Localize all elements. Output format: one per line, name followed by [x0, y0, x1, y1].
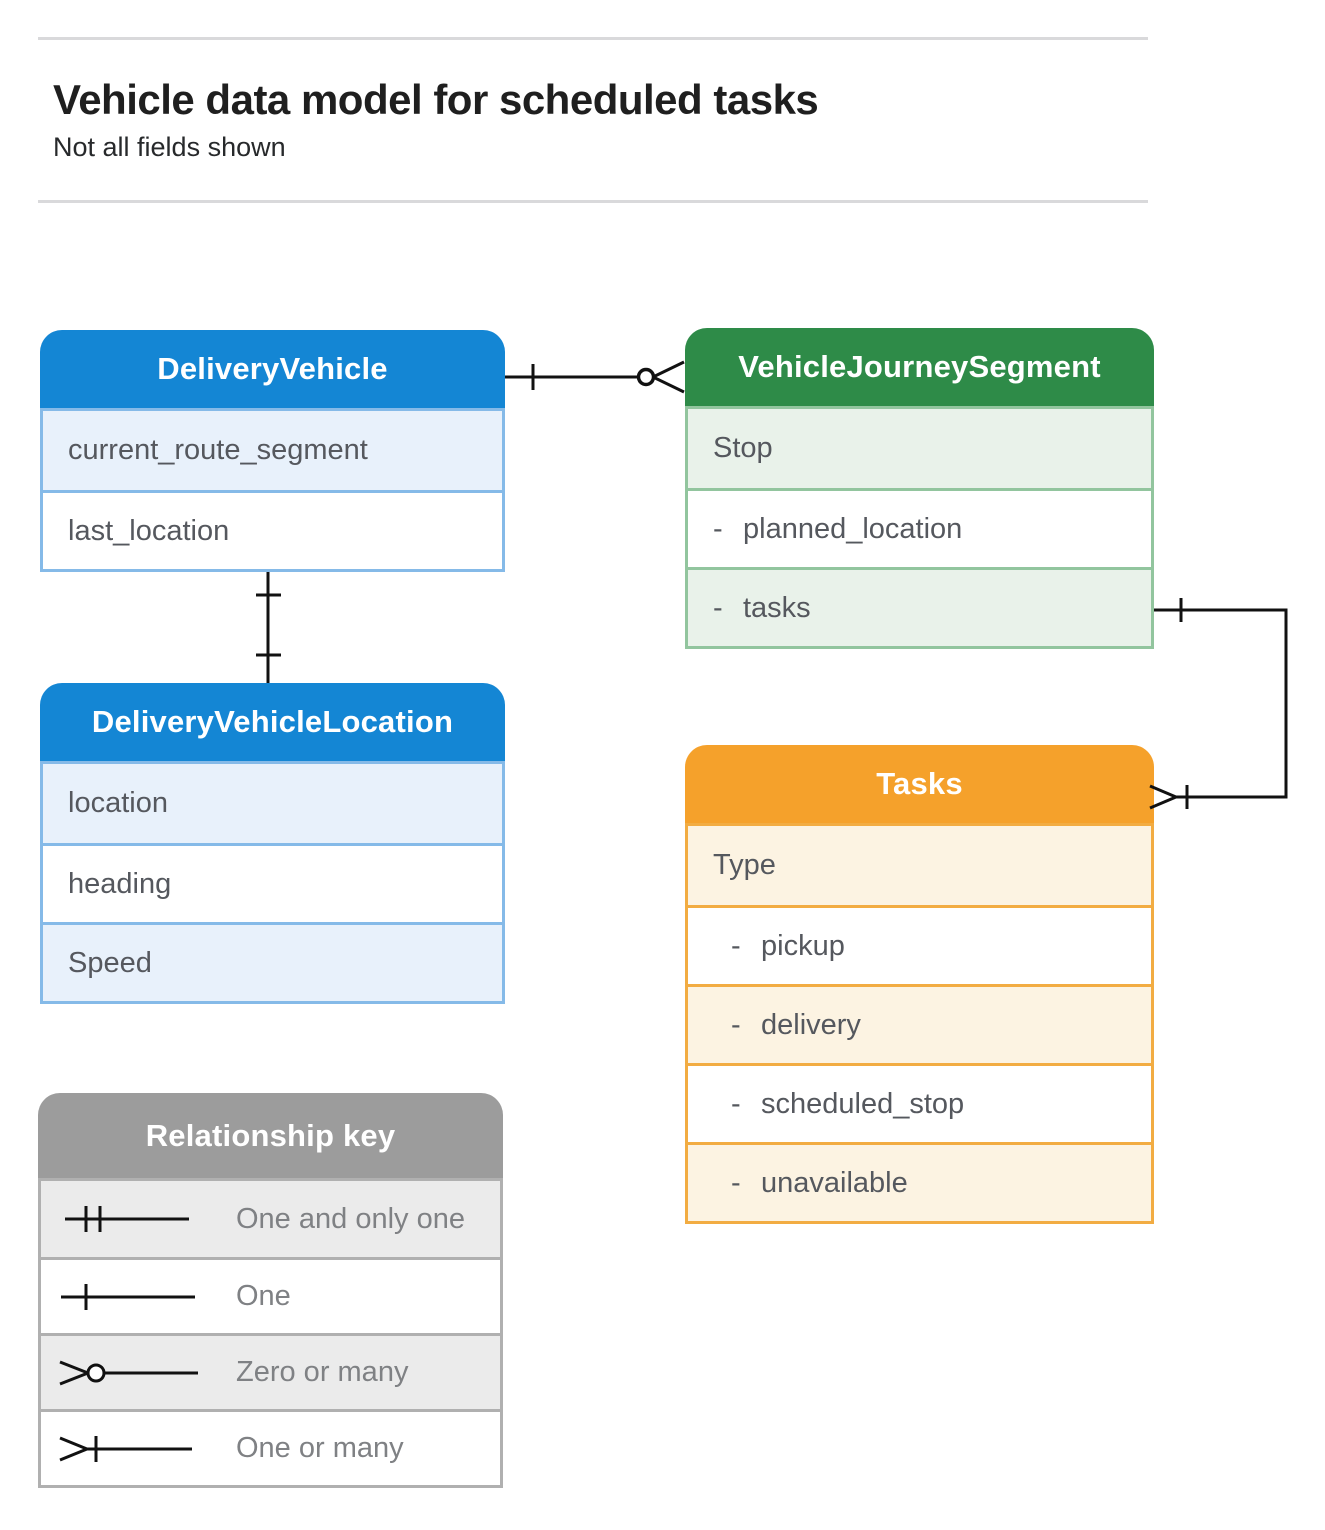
field-dash-prefix: -	[713, 591, 723, 624]
key-row-one-and-only-one: One and only one	[41, 1181, 500, 1257]
entity-header: DeliveryVehicle	[40, 330, 505, 408]
top-divider	[38, 37, 1148, 40]
subtitle-divider	[38, 200, 1148, 203]
field-dash-prefix: -	[713, 512, 723, 545]
field-label: location	[68, 787, 168, 819]
page-title: Vehicle data model for scheduled tasks	[53, 76, 819, 123]
field-row: current_route_segment	[43, 411, 502, 490]
field-label: Speed	[68, 946, 152, 979]
field-row: - delivery	[688, 984, 1151, 1063]
field-label: Stop	[713, 432, 773, 464]
zero-circle	[636, 367, 656, 387]
entity-body: Type - pickup - delivery - scheduled_sto…	[685, 823, 1154, 1224]
field-label: planned_location	[743, 512, 963, 545]
connector-deliveryvehicle-vehiclejourneysegment	[505, 360, 685, 394]
field-label: unavailable	[761, 1166, 908, 1199]
entity-delivery-vehicle: DeliveryVehicle current_route_segment la…	[40, 330, 505, 572]
field-label: tasks	[743, 591, 811, 624]
entity-body: location heading Speed	[40, 761, 505, 1004]
field-label: pickup	[761, 929, 845, 962]
field-label: heading	[68, 867, 172, 900]
entity-body: current_route_segment last_location	[40, 408, 505, 572]
one-icon	[58, 1275, 208, 1319]
zero-or-many-icon	[58, 1351, 208, 1395]
entity-header: DeliveryVehicleLocation	[40, 683, 505, 761]
field-row: last_location	[43, 490, 502, 569]
field-label: scheduled_stop	[761, 1087, 965, 1120]
field-row: Speed	[43, 922, 502, 1001]
field-label: delivery	[761, 1008, 861, 1041]
field-row: - unavailable	[688, 1142, 1151, 1221]
key-row-zero-or-many: Zero or many	[41, 1333, 500, 1409]
field-row: - pickup	[688, 905, 1151, 984]
field-row: location	[43, 764, 502, 843]
field-label: current_route_segment	[68, 434, 368, 466]
key-label: One	[236, 1280, 291, 1312]
relationship-key-body: One and only one One	[38, 1178, 503, 1488]
key-label: Zero or many	[236, 1356, 409, 1388]
one-and-only-one-icon	[58, 1197, 208, 1241]
entity-tasks: Tasks Type - pickup - delivery - schedul…	[685, 745, 1154, 1224]
one-or-many-icon	[58, 1427, 208, 1471]
entity-name: DeliveryVehicle	[157, 351, 388, 386]
field-row: - tasks	[688, 567, 1151, 646]
connector-vehiclejourneysegment-tasks	[1149, 598, 1288, 810]
connector-deliveryvehicle-deliveryvehiclelocation	[256, 572, 281, 683]
entity-vehicle-journey-segment: VehicleJourneySegment Stop - planned_loc…	[685, 328, 1154, 649]
field-dash-prefix: -	[731, 1008, 741, 1041]
field-row: heading	[43, 843, 502, 922]
field-row: Type	[688, 826, 1151, 905]
relationship-key-header: Relationship key	[38, 1093, 503, 1178]
field-label: Type	[713, 849, 776, 881]
connector-line	[1154, 608, 1288, 799]
key-row-one: One	[41, 1257, 500, 1333]
entity-body: Stop - planned_location - tasks	[685, 406, 1154, 649]
crowfoot-lower	[652, 375, 685, 394]
key-row-one-or-many: One or many	[41, 1409, 500, 1485]
entity-name: Tasks	[876, 766, 963, 801]
crowfoot-upper	[652, 360, 685, 379]
entity-delivery-vehicle-location: DeliveryVehicleLocation location heading…	[40, 683, 505, 1004]
entity-name: DeliveryVehicleLocation	[91, 704, 454, 739]
key-label: One or many	[236, 1432, 404, 1464]
entity-name: VehicleJourneySegment	[738, 349, 1101, 384]
relationship-key: Relationship key One and only one	[38, 1093, 503, 1488]
field-label: last_location	[68, 514, 230, 547]
relationship-key-title: Relationship key	[145, 1117, 396, 1153]
field-row: - planned_location	[688, 488, 1151, 567]
entity-header: VehicleJourneySegment	[685, 328, 1154, 406]
field-dash-prefix: -	[731, 1087, 741, 1120]
field-row: Stop	[688, 409, 1151, 488]
page-subtitle: Not all fields shown	[53, 132, 286, 162]
field-dash-prefix: -	[731, 929, 741, 962]
entity-header: Tasks	[685, 745, 1154, 823]
field-row: - scheduled_stop	[688, 1063, 1151, 1142]
field-dash-prefix: -	[731, 1166, 741, 1199]
key-label: One and only one	[236, 1202, 465, 1235]
